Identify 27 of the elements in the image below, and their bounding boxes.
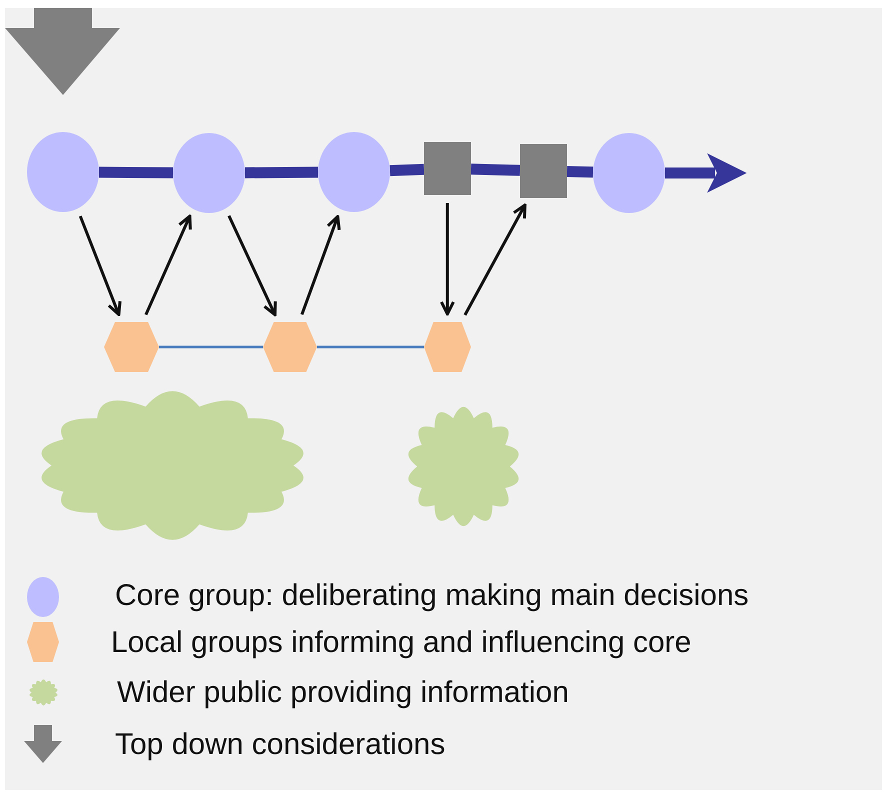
core-group-circle — [173, 133, 245, 213]
arrow — [300, 215, 341, 315]
legend-text: Local groups informing and influencing core — [111, 625, 692, 661]
legend-text: Top down considerations — [115, 727, 446, 763]
arrow — [228, 215, 277, 316]
core-group-circle — [27, 132, 99, 212]
square-marker — [520, 144, 567, 198]
timeline-segment — [244, 166, 318, 178]
arrow — [440, 203, 455, 316]
connector-line — [317, 346, 424, 348]
timeline-segment — [390, 164, 424, 176]
local-group-hexagon — [104, 322, 159, 372]
legend-text: Wider public providing information — [117, 675, 569, 711]
connector-line — [159, 346, 263, 348]
arrow — [144, 214, 192, 316]
arrow — [464, 204, 526, 316]
timeline-segment — [665, 153, 747, 193]
core-group-circle — [593, 133, 665, 213]
timeline-segment — [470, 164, 520, 176]
square-marker — [424, 142, 471, 195]
timeline-segment — [566, 166, 594, 178]
legend-text: Core group: deliberating making main decisions — [115, 578, 749, 614]
core-group-circle — [318, 132, 390, 212]
local-group-hexagon — [424, 322, 471, 372]
arrow — [78, 216, 122, 316]
timeline-segment — [98, 166, 174, 178]
local-group-hexagon — [263, 322, 317, 372]
